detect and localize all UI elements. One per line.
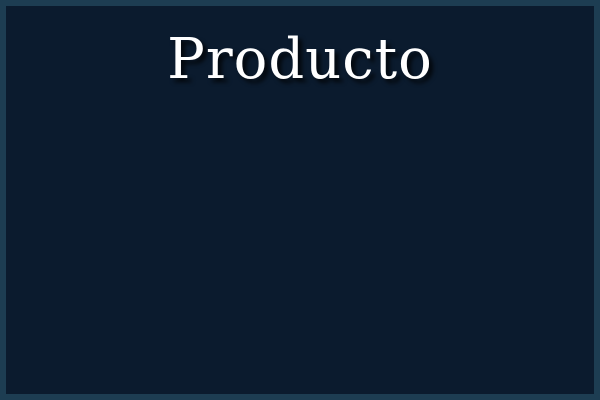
content-area	[6, 106, 594, 394]
page-title: Producto	[167, 27, 433, 92]
